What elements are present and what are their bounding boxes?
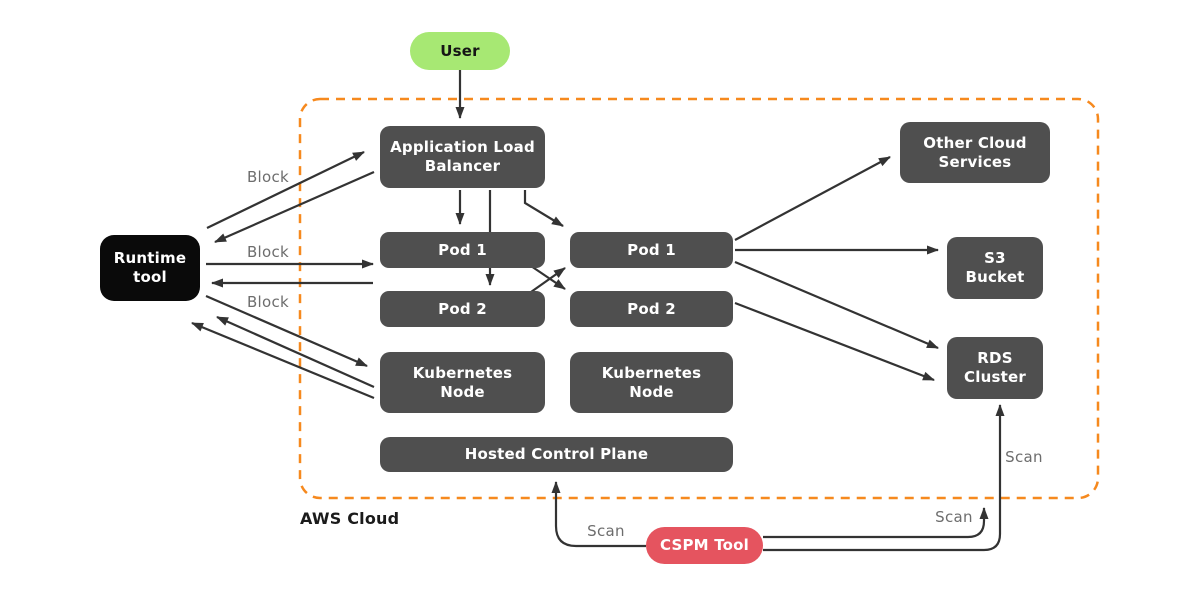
edge-label-scan-cloud: Scan [935,508,973,526]
node-pod1-left-label: Pod 1 [438,240,487,259]
edge-cspm-to-rds-cluster [763,404,1005,552]
edge-label-block-node: Block [246,293,290,311]
node-pod1-right: Pod 1 [570,232,733,268]
node-user-label: User [440,41,480,60]
node-pod2-right: Pod 2 [570,291,733,327]
edge-k8s-node-to-runtime-2 [191,321,375,400]
node-hosted-control-plane-label: Hosted Control Plane [464,445,649,464]
edge-alb-to-pod1-right [523,190,564,227]
node-pod2-right-label: Pod 2 [627,299,676,318]
node-kubernetes-node-left: Kubernetes Node [380,352,545,413]
edge-pod2-left-to-pod1-right [530,267,566,293]
node-kubernetes-node-left-label: Kubernetes Node [412,363,513,401]
edge-pod2-right-to-rds-cluster [734,301,935,382]
node-application-load-balancer-label: Application Load Balancer [390,138,535,175]
edge-pod1-right-to-other-cloud-services [734,156,891,241]
edge-label-block-pod: Block [246,243,290,261]
node-pod1-left: Pod 1 [380,232,545,268]
edge-alb-to-runtime [214,170,375,244]
edge-cspm-to-aws-cloud [763,507,989,539]
edge-label-scan-rds: Scan [1005,448,1043,466]
node-user: User [410,32,510,70]
node-pod2-left-label: Pod 2 [438,299,487,318]
edge-runtime-to-k8s-node [205,294,368,368]
node-cspm-tool-label: CSPM Tool [659,536,750,555]
edge-label-block-alb: Block [246,168,290,186]
node-pod2-left: Pod 2 [380,291,545,327]
node-s3-bucket-label: S3 Bucket [965,249,1025,286]
node-runtime-tool-label: Runtime tool [113,249,187,286]
node-kubernetes-node-right: Kubernetes Node [570,352,733,413]
aws-cloud-caption: AWS Cloud [300,509,400,528]
node-s3-bucket: S3 Bucket [947,237,1043,299]
aws-cloud-boundary [298,97,1100,500]
edge-runtime-to-alb [206,151,365,229]
node-other-cloud-services-label: Other Cloud Services [923,133,1027,171]
node-hosted-control-plane: Hosted Control Plane [380,437,733,472]
node-application-load-balancer: Application Load Balancer [380,126,545,188]
edge-pod1-right-to-rds-cluster [734,260,939,350]
edge-cspm-to-hosted-control-plane [551,481,646,548]
node-other-cloud-services: Other Cloud Services [900,122,1050,183]
edge-k8s-node-to-runtime-1 [216,315,375,389]
node-rds-cluster: RDS Cluster [947,337,1043,399]
edge-label-scan-control-plane: Scan [587,522,625,540]
node-cspm-tool: CSPM Tool [646,527,763,564]
node-kubernetes-node-right-label: Kubernetes Node [601,363,702,401]
node-pod1-right-label: Pod 1 [627,240,676,259]
node-runtime-tool: Runtime tool [100,235,200,301]
edge-pod1-left-to-pod2-right [530,265,566,290]
node-rds-cluster-label: RDS Cluster [964,349,1026,386]
